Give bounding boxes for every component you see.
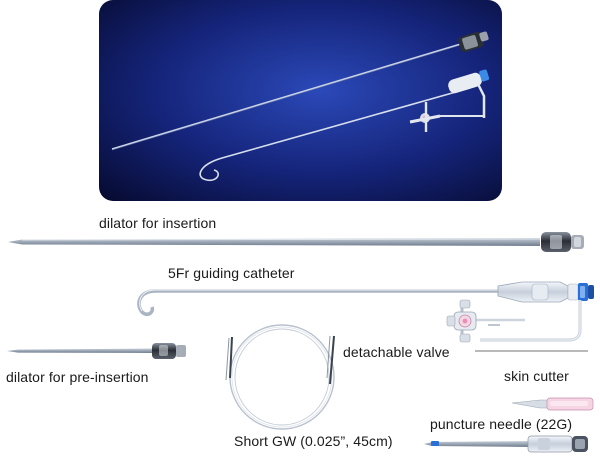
label-puncture-needle: puncture needle (22G) [430, 416, 573, 432]
label-detachable-valve: detachable valve [343, 344, 450, 360]
pre-dilator-hub-icon [152, 343, 186, 359]
gw-tip-icon [225, 335, 335, 385]
short-guide-wire [225, 324, 335, 430]
skin-cutter [511, 397, 594, 411]
catheter-hub-icon [480, 281, 594, 342]
dilator-hub-icon [541, 232, 584, 252]
product-photo [99, 0, 502, 201]
guiding-catheter [137, 281, 594, 342]
label-dilator-for-pre-insertion: dilator for pre-insertion [6, 369, 149, 385]
dilator-for-pre-insertion [7, 343, 186, 359]
detachable-valve [446, 299, 588, 352]
label-short-guide-wire: Short GW (0.025”, 45cm) [234, 433, 393, 449]
stopcock-icon [446, 299, 477, 343]
photo-dilator-hub-icon [458, 31, 489, 53]
dilator-for-insertion [8, 232, 584, 252]
label-skin-cutter: skin cutter [504, 368, 569, 384]
photo-catheter-hub-icon [409, 69, 490, 132]
puncture-needle [424, 435, 588, 453]
label-guiding-catheter: 5Fr guiding catheter [168, 265, 295, 281]
label-dilator-for-insertion: dilator for insertion [99, 215, 217, 231]
needle-hub-icon [527, 435, 588, 453]
